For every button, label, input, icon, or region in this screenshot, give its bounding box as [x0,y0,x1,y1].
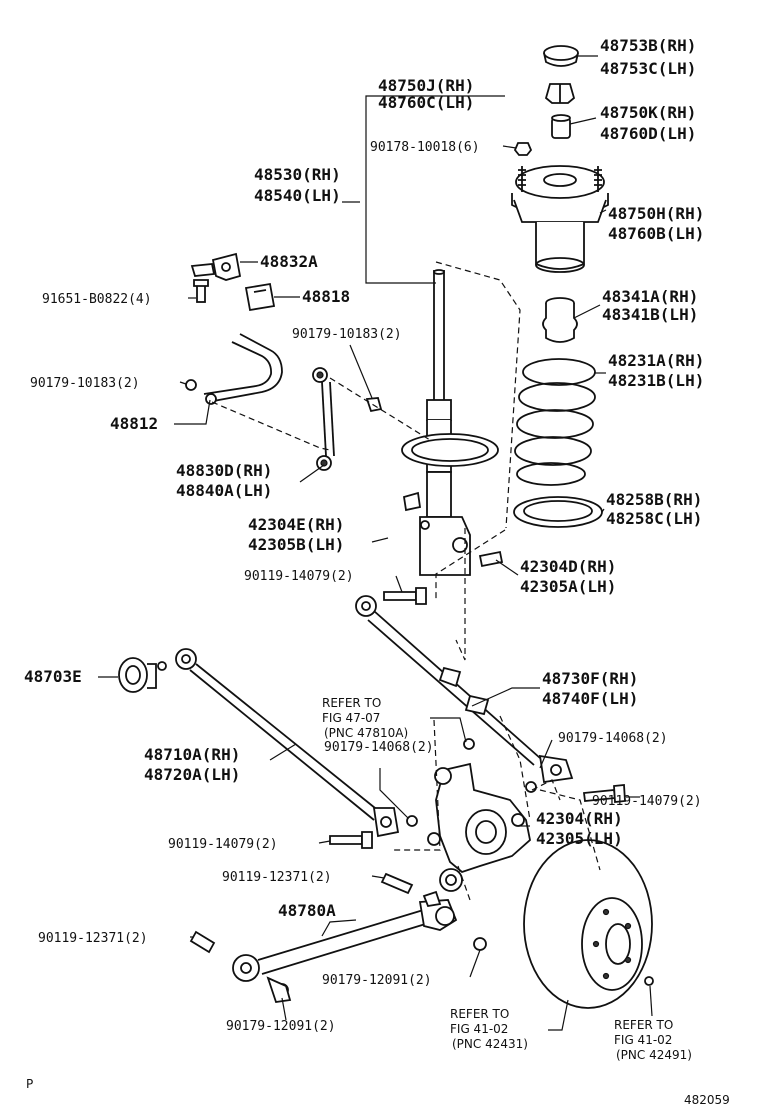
part-label-48832a: 48832A [260,252,318,271]
footer: P 482059 [26,1077,730,1107]
part-label-90179-14068-left: 90179-14068(2) [324,740,434,755]
part-label-42305b: 42305B(LH) [248,535,344,554]
part-label-42304e: 42304E(RH) [248,515,344,534]
diagram-number: 482059 [684,1093,730,1107]
carrier-drawing [427,762,531,892]
trailing-arm-drawing [232,890,458,1003]
part-label-90119-14079-right: 90119-14079(2) [592,794,702,809]
part-label-48231b: 48231B(LH) [608,371,704,390]
part-label-48530: 48530(RH) [254,165,341,184]
refer-note-fig4102-a-line3: (PNC 42431) [452,1037,528,1051]
part-label-90179-10183-left: 90179-10183(2) [30,376,140,391]
part-label-48840a: 48840A(LH) [176,481,272,500]
refer-note-fig4102-b-line2: FIG 41-02 [614,1033,672,1047]
part-label-42305: 42305(LH) [536,829,623,848]
part-label-48750h: 48750H(RH) [608,204,704,223]
part-label-48780a: 48780A [278,901,336,920]
part-labels: 48753B(RH) 48753C(LH) 48750J(RH) 48760C(… [24,36,704,1034]
part-label-91651-b0822: 91651-B0822(4) [42,292,152,307]
part-label-48753c: 48753C(LH) [600,59,696,78]
part-label-90178-10018: 90178-10018(6) [370,140,480,155]
part-label-48231a: 48231A(RH) [608,351,704,370]
part-label-90179-10183-upper: 90179-10183(2) [292,327,402,342]
stabilizer-drawing [185,252,383,471]
refer-note-fig4707-line2: FIG 47-07 [322,711,380,725]
part-label-48760c: 48760C(LH) [378,93,474,112]
part-label-48710a: 48710A(RH) [144,745,240,764]
assembly-lines [211,261,601,901]
part-label-48760b: 48760B(LH) [608,224,704,243]
part-label-90119-12371-upper: 90119-12371(2) [222,870,332,885]
part-label-48750j: 48750J(RH) [378,76,474,95]
refer-note-fig4707-line1: REFER TO [322,696,381,710]
refer-note-fig4707-line3: (PNC 47810A) [324,726,408,740]
refer-note-fig4102-a-line1: REFER TO [450,1007,509,1021]
part-label-48750k: 48750K(RH) [600,103,696,122]
part-label-90179-14068-right: 90179-14068(2) [558,731,668,746]
part-label-48258c: 48258C(LH) [606,509,702,528]
part-label-48720a: 48720A(LH) [144,765,240,784]
reference-notes: REFER TO FIG 47-07 (PNC 47810A) REFER TO… [322,696,692,1062]
part-label-48703e: 48703E [24,667,82,686]
part-label-48818: 48818 [302,287,350,306]
lower-arm-drawing [118,550,626,997]
refer-note-fig4102-b-line1: REFER TO [614,1018,673,1032]
part-label-48740f: 48740F(LH) [542,689,638,708]
strut-assembly-drawing [401,45,609,576]
refer-note-fig4102-a-line2: FIG 41-02 [450,1022,508,1036]
part-label-48258b: 48258B(RH) [606,490,702,509]
part-label-42304d: 42304D(RH) [520,557,616,576]
part-label-48730f: 48730F(RH) [542,669,638,688]
corner-mark: P [26,1077,33,1091]
part-label-90179-12091-right: 90179-12091(2) [322,973,432,988]
leader-lines [98,55,653,1031]
disc-rotor-drawing [523,839,654,1009]
part-label-42304: 42304(RH) [536,809,623,828]
part-label-48341a: 48341A(RH) [602,287,698,306]
part-label-48830d: 48830D(RH) [176,461,272,480]
part-label-48760d: 48760D(LH) [600,124,696,143]
part-label-48540: 48540(LH) [254,186,341,205]
part-label-48812: 48812 [110,414,158,433]
part-label-48753b: 48753B(RH) [600,36,696,55]
part-label-90119-14079-lower: 90119-14079(2) [168,837,278,852]
part-label-42305a: 42305A(LH) [520,577,616,596]
part-label-90119-12371-left: 90119-12371(2) [38,931,148,946]
part-label-90119-14079-upper: 90119-14079(2) [244,569,354,584]
refer-note-fig4102-b-line3: (PNC 42491) [616,1048,692,1062]
part-label-90179-12091-left: 90179-12091(2) [226,1019,336,1034]
part-label-48341b: 48341B(LH) [602,305,698,324]
